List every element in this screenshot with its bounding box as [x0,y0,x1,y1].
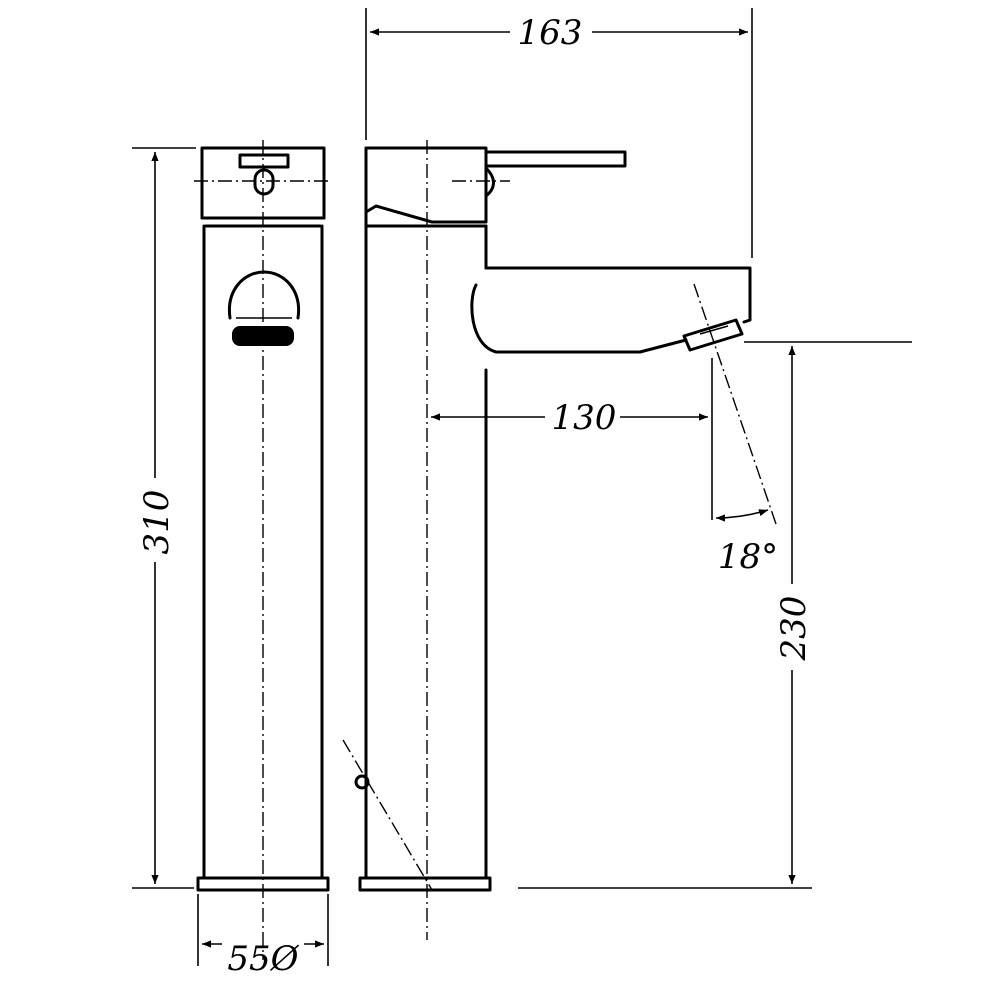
dim-base-diameter: 55Ø [227,939,299,979]
front-lever-stub [238,153,290,169]
dim-overall-reach: 163 [518,13,583,53]
front-handle-pin [253,168,275,196]
front-view [194,140,330,960]
side-aerator [682,318,744,352]
spray-axis [693,283,777,525]
dim-spray-angle: 18° [718,537,778,577]
dim-spout-height: 230 [774,596,814,662]
side-handle-block [364,146,488,224]
side-base [358,876,492,892]
dim-spout-reach: 130 [552,398,617,438]
side-spout-top [484,266,752,324]
dimensions: 163 130 18° 310 230 55Ø [132,8,912,979]
dim-total-height: 310 [137,490,177,555]
side-view [342,140,777,940]
side-spout-bottom [470,283,688,354]
angle-arc [715,509,769,522]
front-spout-dome [227,270,301,320]
side-lever [484,150,627,168]
